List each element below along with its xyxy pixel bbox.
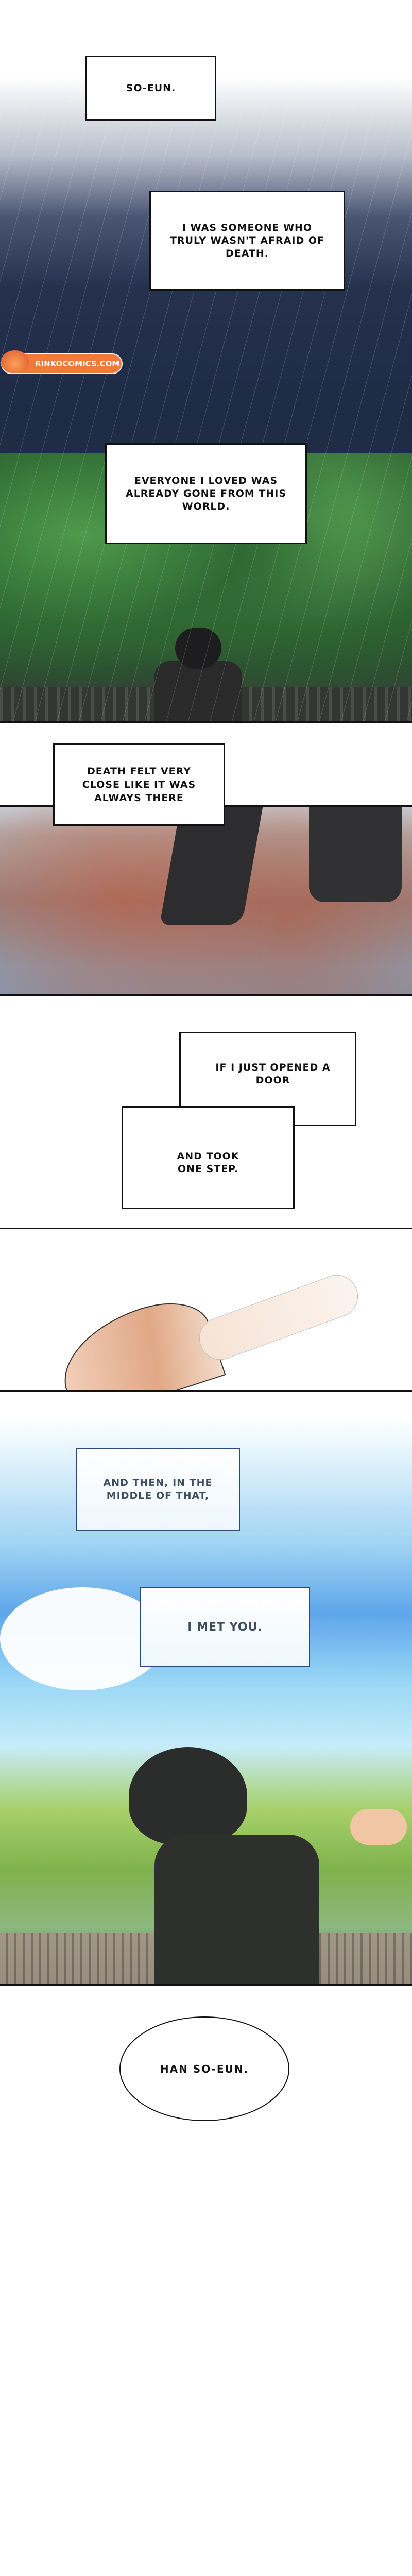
- fingers-art: [193, 1269, 364, 1366]
- step-section: IF I JUST OPENED A DOOR AND TOOK ONE STE…: [0, 1011, 412, 1228]
- speech-text: HAN SO-EUN.: [160, 2062, 249, 2075]
- speech-section: HAN SO-EUN.: [0, 1986, 412, 2156]
- speech-bubble: HAN SO-EUN.: [119, 2016, 289, 2121]
- feet-section: DEATH FELT VERY CLOSE LIKE IT WAS ALWAYS…: [0, 723, 412, 1011]
- man-back-art: [154, 661, 242, 721]
- feet-panel: [0, 805, 412, 996]
- boy-body-art: [154, 1835, 319, 1984]
- mascot-icon: [1, 350, 29, 373]
- boy-hand-art: [350, 1809, 407, 1845]
- caption-death-close: DEATH FELT VERY CLOSE LIKE IT WAS ALWAYS…: [53, 743, 225, 826]
- watermark-badge: RINKOCOMICS.COM: [1, 350, 123, 374]
- hand-panel: [0, 1228, 412, 1392]
- caption-not-afraid: I WAS SOMEONE WHO TRULY WASN'T AFRAID OF…: [149, 191, 345, 291]
- cloud-art: [0, 1587, 165, 1690]
- step-mask: [179, 1108, 293, 1125]
- caption-and-then: AND THEN, IN THE MIDDLE OF THAT,: [76, 1448, 240, 1531]
- caption-met-you: I MET YOU.: [140, 1587, 310, 1667]
- rain-panel: SO-EUN. I WAS SOMEONE WHO TRULY WASN'T A…: [0, 0, 412, 723]
- man-head-art: [175, 628, 221, 669]
- boy-head-art: [129, 1747, 247, 1845]
- caption-so-eun: SO-EUN.: [85, 56, 216, 121]
- sky-panel: AND THEN, IN THE MIDDLE OF THAT, I MET Y…: [0, 1417, 412, 1986]
- right-leg-art: [309, 807, 402, 902]
- caption-everyone-gone: EVERYONE I LOVED WAS ALREADY GONE FROM T…: [105, 443, 307, 544]
- watermark-text: RINKOCOMICS.COM: [35, 359, 120, 368]
